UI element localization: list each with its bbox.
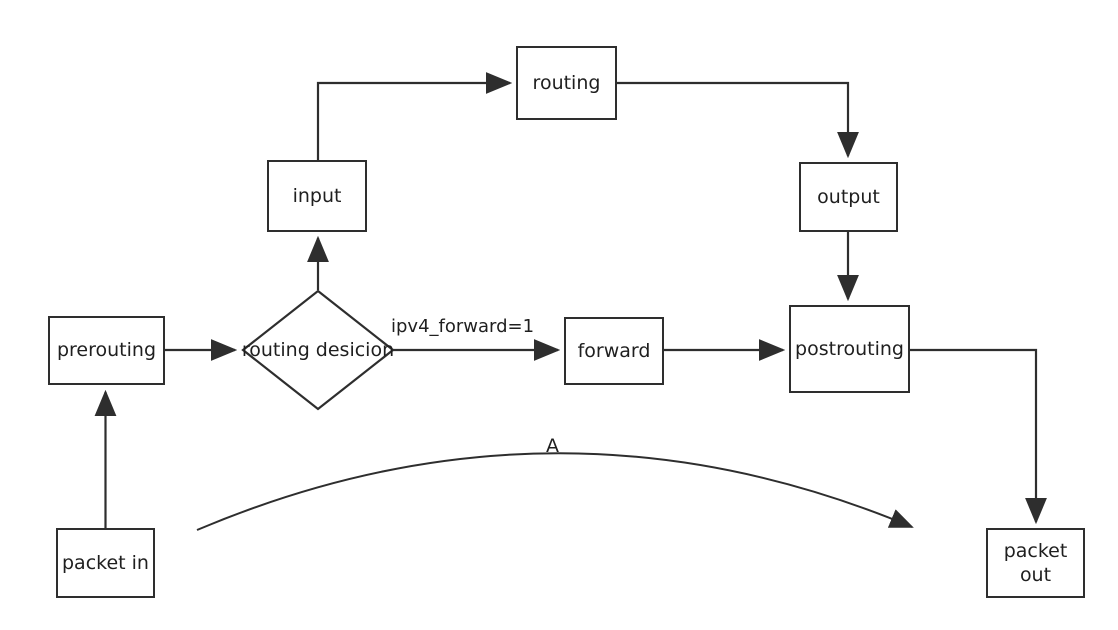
edge-routing-to-output (617, 81, 859, 159)
node-packet-in-label: packet in (62, 551, 149, 574)
edge-postrouting-to-packetout (910, 348, 1047, 525)
node-postrouting[interactable]: postrouting (789, 305, 910, 393)
edge-label-ipv4-forward: ipv4_forward=1 (391, 316, 535, 337)
node-packet-out[interactable]: packet out (986, 528, 1085, 598)
node-output[interactable]: output (799, 162, 898, 232)
edge-input-to-routing (316, 72, 513, 160)
node-routing-label: routing (532, 71, 601, 94)
node-prerouting-label: prerouting (56, 339, 157, 362)
node-output-label: output (817, 185, 880, 208)
node-routing-decision[interactable]: routing desicion (240, 288, 396, 412)
edge-arc-a (196, 452, 914, 531)
node-routing[interactable]: routing (516, 46, 617, 120)
node-packet-in[interactable]: packet in (56, 528, 155, 598)
node-forward[interactable]: forward (564, 317, 664, 385)
node-prerouting[interactable]: prerouting (48, 316, 165, 385)
edge-label-arc-a: A (546, 435, 559, 457)
node-packet-out-label: packet out (1003, 539, 1068, 586)
node-routing-decision-label: routing desicion (241, 338, 395, 361)
node-input[interactable]: input (267, 160, 367, 232)
node-forward-label: forward (577, 339, 651, 362)
node-input-label: input (292, 184, 342, 207)
node-postrouting-label: postrouting (795, 337, 904, 360)
diamond-shape (241, 289, 395, 411)
